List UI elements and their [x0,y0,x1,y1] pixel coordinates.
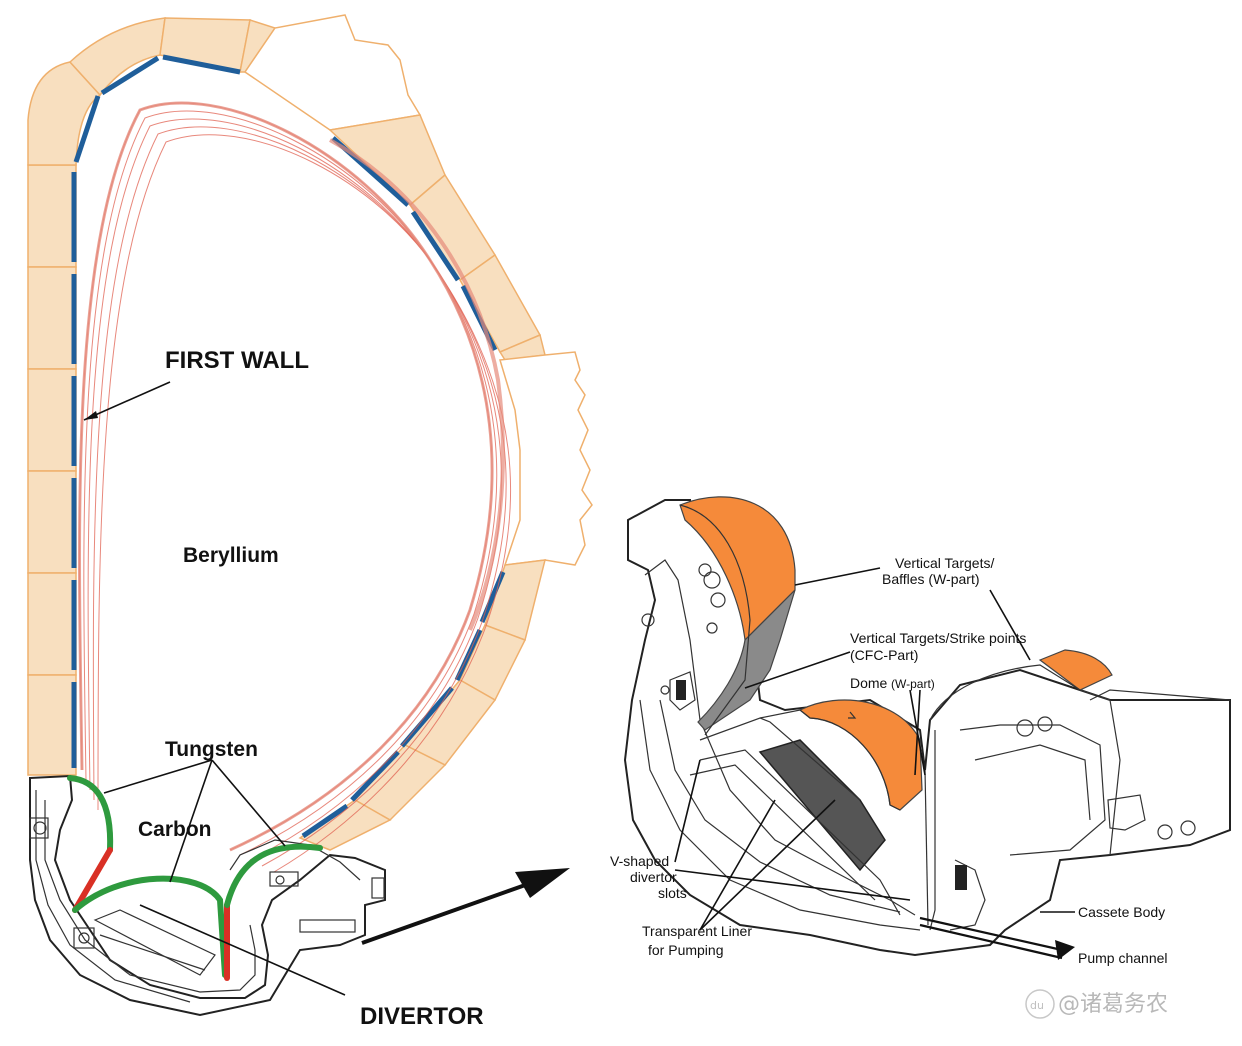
magnetic-field-lines [78,101,512,873]
tungsten-outer-baffle [224,843,323,908]
outboard-lower-tiles [298,559,546,851]
vt-baffles-label-2: Baffles (W-part) [882,571,980,587]
inner-target-w-part [679,496,796,642]
carbon-inner-target [72,847,113,913]
vt-strike-label-2: (CFC-Part) [850,647,918,663]
tungsten-inner-baffle [67,775,114,853]
inboard-wall-tiles [27,164,77,776]
first-wall-cross-section: FIRST WALL Beryllium Tungsten Carbon DIV… [27,14,593,1030]
equatorial-port [499,351,593,566]
vslot-label-1: V-shaped [610,853,669,869]
outer-target-w-part [1038,649,1113,691]
beryllium-label: Beryllium [183,544,279,567]
left-leaders [83,381,346,996]
pump-channel-label: Pump channel [1078,950,1168,966]
top-wall-tiles [27,17,277,166]
watermark: du @诸葛务农 [1025,989,1168,1019]
upper-port [243,14,422,131]
vt-baffles-label-1: Vertical Targets/ [895,555,994,571]
vslot-label-3: slots [658,885,687,901]
tungsten-dome [72,875,228,978]
zoom-arrow [361,868,570,945]
dome-label: Dome [850,675,888,691]
divertor-cassette-3d: Vertical Targets/ Baffles (W-part) Verti… [610,496,1231,966]
cassette-body-label: Cassete Body [1078,904,1165,920]
liner-label-1: Transparent Liner [642,923,752,939]
carbon-label: Carbon [138,818,212,841]
right-leaders [674,567,1075,931]
vt-strike-label-1: Vertical Targets/Strike points [850,630,1026,646]
watermark-text: @诸葛务农 [1058,992,1168,1017]
divertor-target-surfaces [67,775,323,981]
svg-text:du: du [1030,999,1044,1012]
outboard-upper-tiles [328,114,546,361]
liner-label-2: for Pumping [648,942,723,958]
divertor-label: DIVERTOR [360,1003,484,1030]
tungsten-label: Tungsten [165,738,258,761]
first-wall-label: FIRST WALL [165,347,309,374]
dome-sub-label: (W-part) [891,677,935,691]
vslot-label-2: divertor [630,869,677,885]
